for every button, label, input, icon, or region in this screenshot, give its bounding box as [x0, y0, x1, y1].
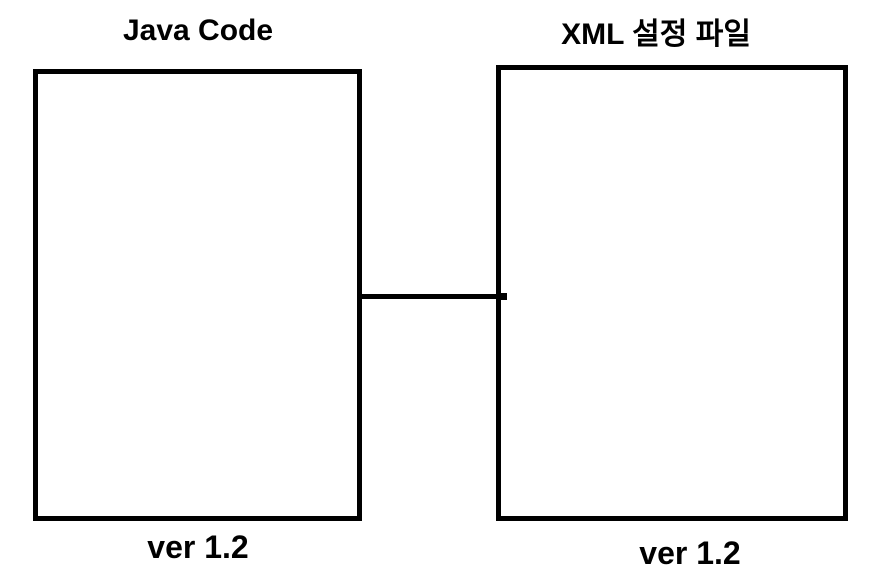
- connector-line: [360, 294, 507, 299]
- xml-config-box: [496, 65, 848, 521]
- java-code-version-label: ver 1.2: [147, 529, 249, 565]
- connector-endpoint-nub: [501, 293, 507, 300]
- java-code-box-title: Java Code: [122, 14, 274, 47]
- java-code-box: [33, 69, 362, 521]
- xml-config-version-label: ver 1.2: [639, 535, 741, 571]
- xml-config-box-title: XML 설정 파일: [561, 18, 751, 51]
